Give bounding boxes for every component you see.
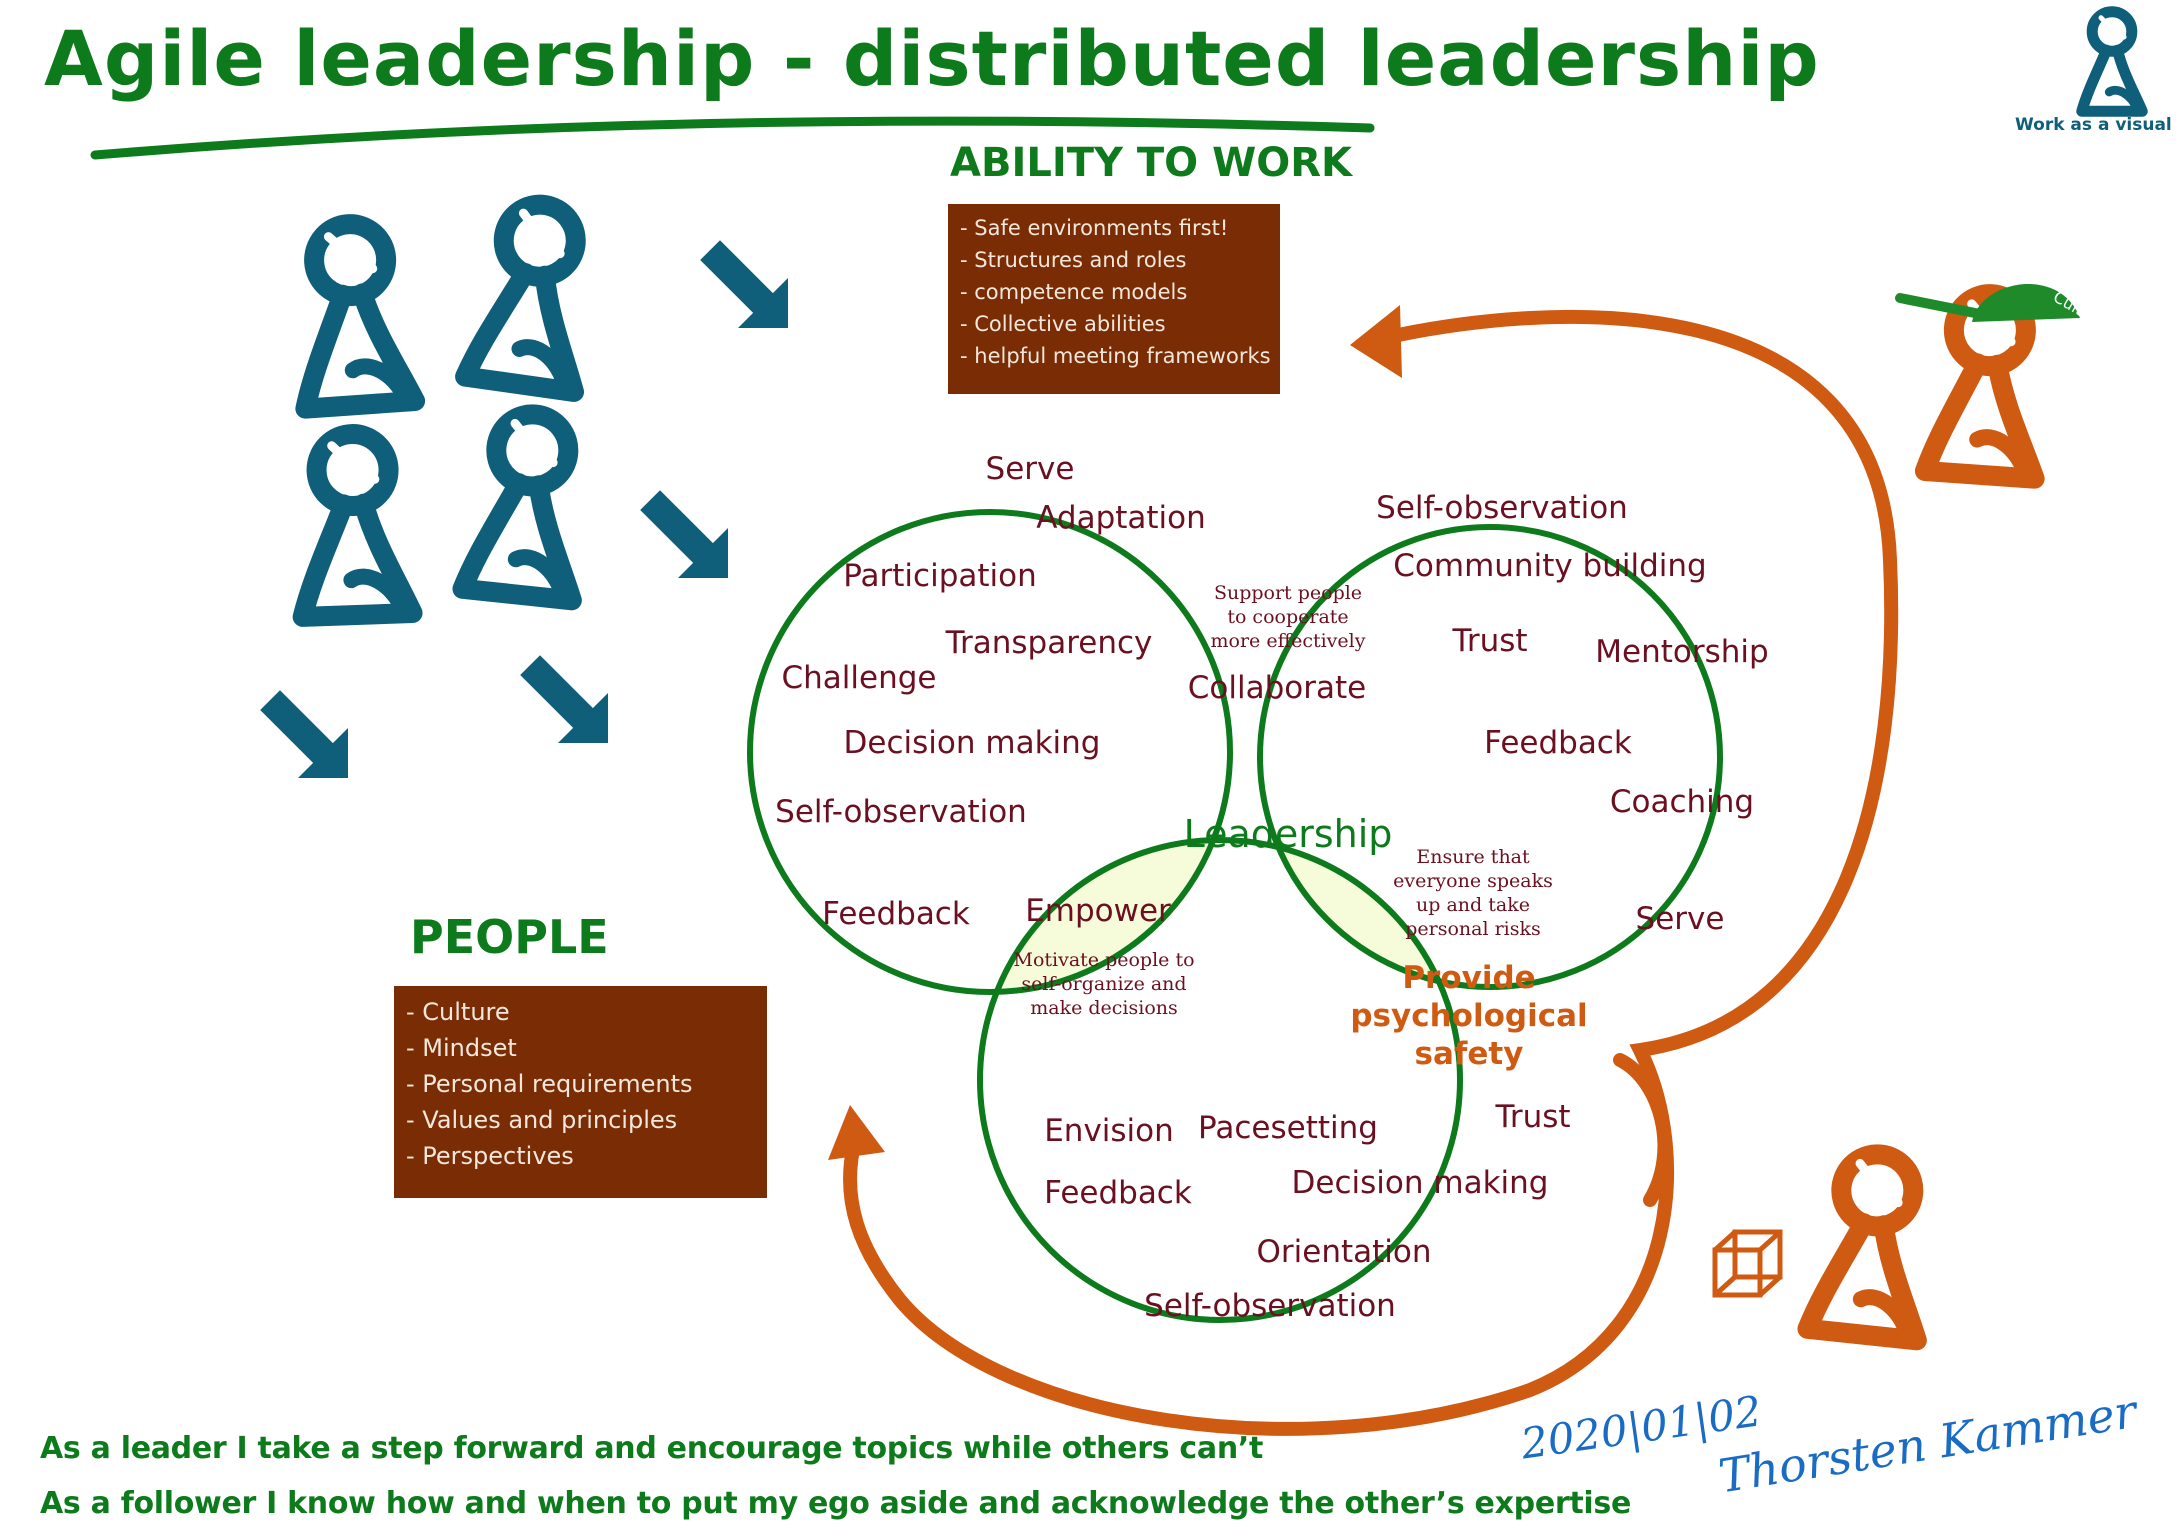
team-people [293, 197, 599, 616]
ability-item: - Collective abilities [960, 308, 1268, 340]
cycle-arrowhead-bottom [828, 1105, 885, 1160]
person-icon [293, 220, 415, 408]
collaborate-description: Support people to cooperate more effecti… [1211, 581, 1366, 653]
cube-icon [1715, 1232, 1780, 1295]
people-item: - Perspectives [406, 1138, 755, 1174]
venn-right-item: Coaching [1610, 784, 1754, 820]
leadership-label: Leadership [1184, 812, 1393, 856]
venn-right-item: Serve [1636, 901, 1725, 937]
venn-bottom-item: Self-observation [1144, 1288, 1396, 1324]
people-item: - Culture [406, 994, 755, 1030]
logo-icon [2082, 12, 2143, 112]
venn-right-item: Community building [1393, 548, 1706, 584]
people-heading: PEOPLE [410, 910, 609, 964]
ability-box: - Safe environments first!- Structures a… [948, 204, 1280, 394]
psych-safety-label: Provide psychological safety [1350, 959, 1587, 1073]
ability-item: - Structures and roles [960, 244, 1268, 276]
venn-right-item: Mentorship [1595, 634, 1768, 670]
venn-bottom-item: Feedback [1044, 1175, 1192, 1211]
venn-right-item: Trust [1452, 623, 1527, 659]
venn-bottom-item: Pacesetting [1198, 1110, 1378, 1146]
ability-item: - helpful meeting frameworks [960, 340, 1268, 372]
venn-bottom-item: Orientation [1256, 1234, 1431, 1270]
arrow-icon [540, 675, 608, 743]
ability-item: - Safe environments first! [960, 212, 1268, 244]
arrow-icon [720, 260, 788, 328]
leader-statement: As a leader I take a step forward and en… [40, 1431, 1263, 1466]
venn-bottom-item: Decision making [1292, 1165, 1549, 1201]
person-icon [296, 432, 412, 617]
follower-statement: As a follower I know how and when to put… [40, 1486, 1631, 1521]
person-icon [462, 409, 590, 601]
people-item: - Personal requirements [406, 1066, 755, 1102]
person-icon [1807, 1149, 1935, 1341]
people-box: - Culture- Mindset- Personal requirement… [394, 986, 767, 1198]
leader-people [1807, 290, 2047, 1340]
venn-left-item: Participation [843, 558, 1037, 594]
ability-item: - competence models [960, 276, 1268, 308]
collaborate-label: Collaborate [1188, 670, 1366, 706]
venn-left-item: Challenge [782, 660, 937, 696]
empower-description: Motivate people to self-organize and mak… [1013, 948, 1194, 1020]
venn-left-item: Serve [986, 451, 1075, 487]
psych-safety-description: Ensure that everyone speaks up and take … [1393, 845, 1553, 941]
ability-heading: ABILITY TO WORK [950, 140, 1352, 186]
logo-text: Work as a visual [2015, 115, 2172, 135]
cycle-arrowhead-top [1350, 305, 1402, 378]
arrow-icon [660, 510, 728, 578]
ability-list: - Safe environments first!- Structures a… [960, 212, 1268, 372]
venn-right-item: Feedback [1484, 725, 1632, 761]
venn-left-item: Adaptation [1036, 500, 1206, 536]
person-icon [465, 197, 599, 392]
arrow-icon [280, 710, 348, 778]
venn-left-item: Transparency [946, 625, 1153, 661]
venn-left-item: Feedback [822, 896, 970, 932]
people-item: - Mindset [406, 1030, 755, 1066]
people-list: - Culture- Mindset- Personal requirement… [406, 994, 755, 1174]
team-arrows [280, 260, 788, 778]
venn-bottom-item: Trust [1495, 1099, 1570, 1135]
venn-left-item: Decision making [844, 725, 1101, 761]
empower-label: Empower [1025, 893, 1171, 929]
venn-bottom-item: Envision [1044, 1113, 1174, 1149]
venn-left-item: Self-observation [775, 794, 1027, 830]
people-item: - Values and principles [406, 1102, 755, 1138]
venn-right-item: Self-observation [1376, 490, 1628, 526]
page-title: Agile leadership - distributed leadershi… [44, 14, 1820, 103]
